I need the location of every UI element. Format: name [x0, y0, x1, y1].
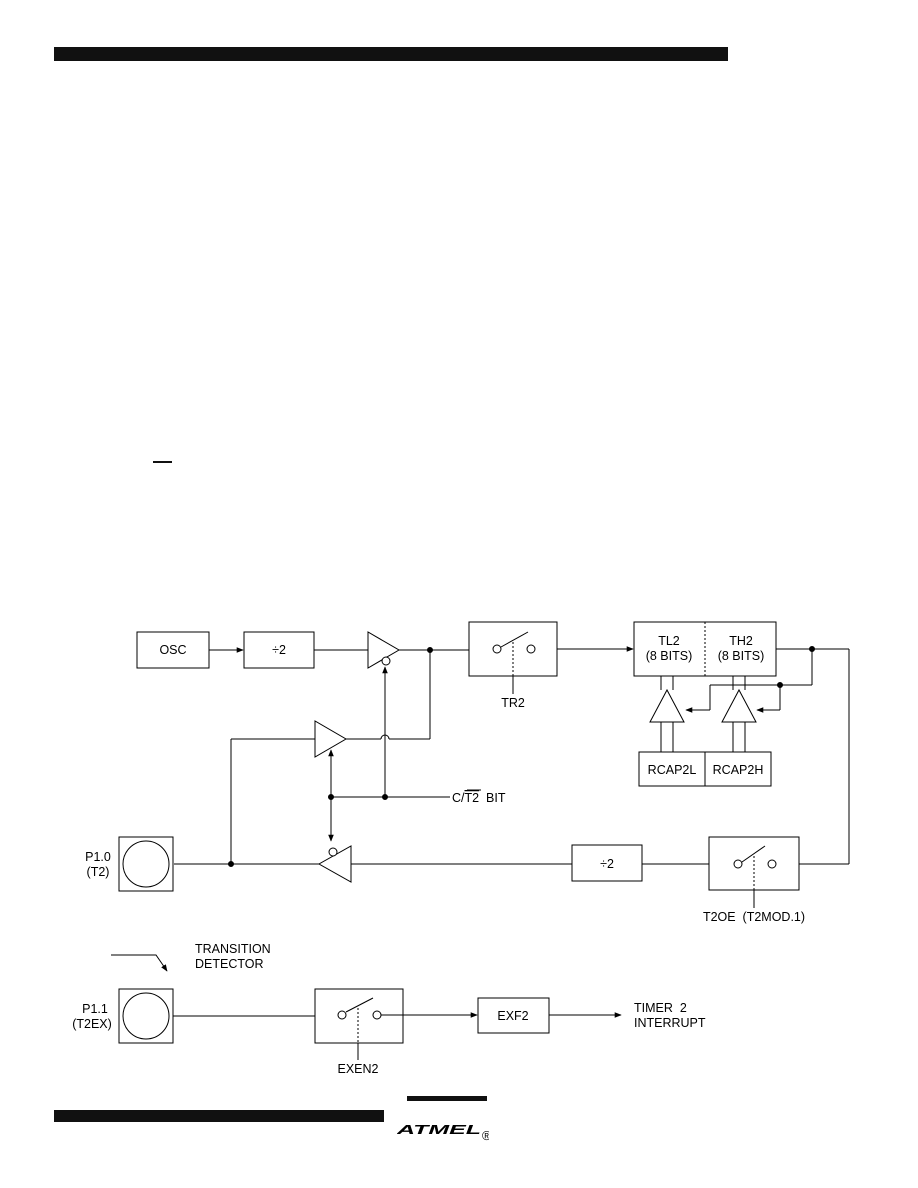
- th2-label: TH2: [729, 634, 753, 648]
- overline-fragment: [153, 461, 172, 463]
- registered-mark: ®: [482, 1129, 489, 1142]
- exen2-switch-box: [314, 988, 404, 1044]
- rcap2h-label: RCAP2H: [713, 763, 764, 777]
- tl2-bits-label: (8 BITS): [646, 649, 693, 663]
- transition-label: TRANSITION: [195, 942, 271, 956]
- reload-buffer-high: [721, 688, 757, 723]
- tr2-label: TR2: [501, 696, 525, 710]
- logo-text: ATMEL: [397, 1123, 481, 1137]
- exen2-label: EXEN2: [338, 1062, 379, 1076]
- exf2-label: EXF2: [497, 1009, 528, 1023]
- divide-top-label: ÷2: [272, 643, 286, 657]
- p1-0-label: P1.0: [85, 850, 111, 864]
- t2-label: (T2): [87, 865, 110, 879]
- p1-0-pin: [118, 836, 174, 892]
- divide-by-2-box-bottom: [571, 844, 643, 882]
- t2ex-label: (T2EX): [72, 1017, 112, 1031]
- timer2-label: TIMER 2: [634, 1001, 687, 1015]
- th2-bits-label: (8 BITS): [718, 649, 765, 663]
- atmel-logo: ATMEL ®: [397, 1096, 489, 1142]
- buffer-top-bubble: [381, 656, 391, 666]
- reload-buffer-low: [649, 688, 685, 723]
- p1-1-label: P1.1: [82, 1002, 108, 1016]
- t2oe-switch-box: [708, 836, 800, 891]
- p1-1-pin: [118, 988, 174, 1044]
- t2oe-label: T2OE (T2MOD.1): [703, 910, 805, 924]
- tl2-label: TL2: [658, 634, 680, 648]
- ct2-bit-label: C/T2 BIT: [452, 791, 506, 805]
- osc-label: OSC: [159, 643, 186, 657]
- divide-bottom-label: ÷2: [600, 857, 614, 871]
- footer-rule: [54, 1110, 384, 1122]
- interrupt-label: INTERRUPT: [634, 1016, 706, 1030]
- detector-label: DETECTOR: [195, 957, 264, 971]
- rcap2l-label: RCAP2L: [648, 763, 697, 777]
- header-rule: [54, 47, 728, 61]
